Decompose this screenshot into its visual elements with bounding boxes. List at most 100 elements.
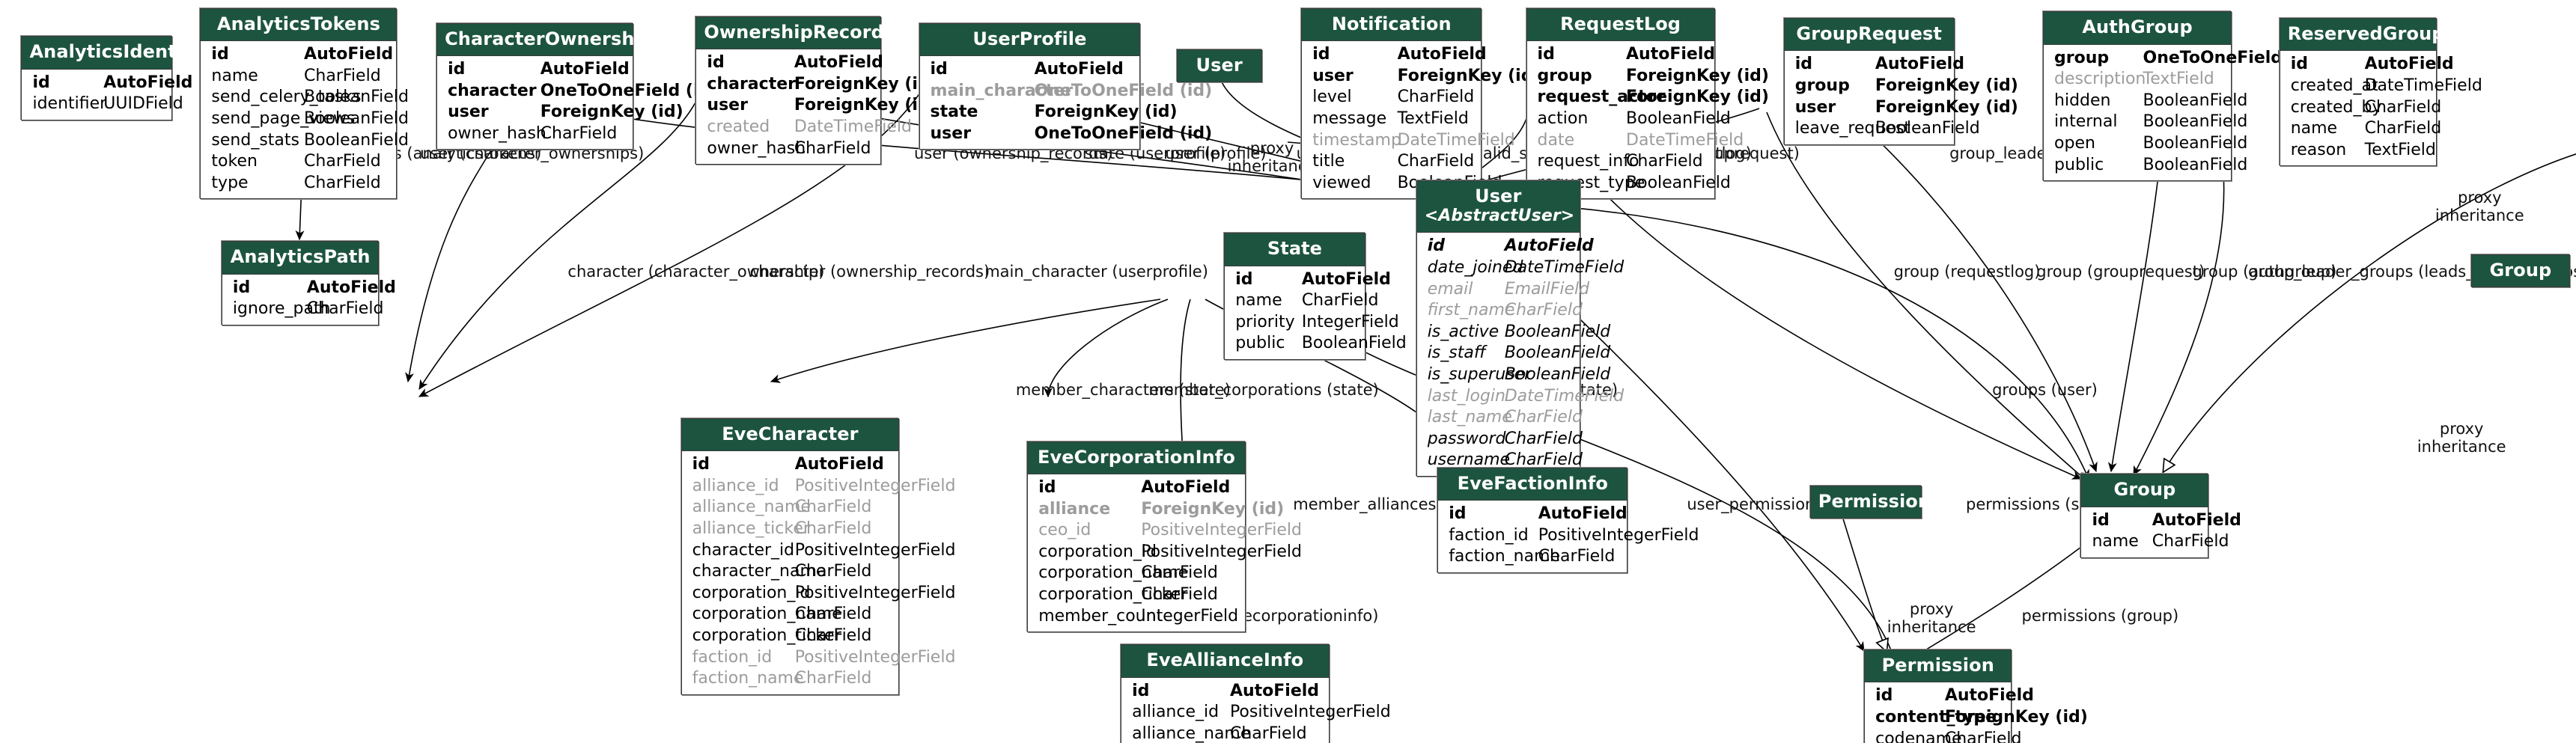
entity-title-user_abstract: User<AbstractUser> <box>1416 181 1580 233</box>
field-name: alliance_ticker <box>692 519 810 539</box>
field-type: AutoField <box>1538 504 1627 524</box>
edge-label-lbl-main-character: main_character (userprofile) <box>984 262 1208 281</box>
field-name: send_stats <box>211 130 299 150</box>
field-name: user <box>930 123 972 143</box>
field-type: CharField <box>1397 88 1475 107</box>
field-name: is_superuser <box>1427 364 1532 384</box>
entity-user_top[interactable]: User <box>1176 49 1262 83</box>
field-type: CharField <box>1626 152 1703 171</box>
entity-name: Notification <box>1331 13 1452 34</box>
field-name: id <box>1235 269 1253 289</box>
field-type: BooleanField <box>304 109 409 129</box>
field-name: date <box>1537 130 1575 150</box>
entity-name: Permission <box>1818 490 1931 512</box>
entity-name: AuthGroup <box>2082 16 2193 38</box>
edge-label-lbl-permissions-group: permissions (group) <box>2021 607 2179 626</box>
field-type: ForeignKey (id) <box>1875 97 2018 117</box>
field-name: faction_id <box>692 647 773 667</box>
field-name: created_at <box>2290 76 2378 96</box>
field-name: user <box>1312 66 1354 85</box>
field-name: token <box>211 152 258 171</box>
field-type: OneToOneField (id) <box>1034 81 1213 100</box>
entity-name: ReservedGroupName <box>2287 23 2503 45</box>
field-type: AutoField <box>1944 686 2034 706</box>
field-type: AutoField <box>306 278 396 297</box>
edge-label-lbl-proxy-inheritance-4: proxy inheritance <box>2417 420 2506 456</box>
field-name: last_login <box>1427 386 1505 406</box>
entity-group_top[interactable]: Group <box>2471 254 2570 288</box>
field-type: PositiveIntegerField <box>1141 542 1302 561</box>
field-name: email <box>1427 279 1473 299</box>
entity-title-characterownership: CharacterOwnership <box>437 23 654 56</box>
field-type: CharField <box>306 299 384 319</box>
field-name: id <box>1875 686 1893 706</box>
field-name: id <box>930 60 948 79</box>
field-type: TextField <box>2364 140 2436 159</box>
field-name: alliance_name <box>1132 724 1251 743</box>
entity-permission_proxy[interactable]: Permission <box>1809 485 1931 519</box>
field-name: group <box>2054 48 2110 67</box>
edge-label-lbl-proxy-inheritance-3: proxy inheritance <box>1887 600 1976 637</box>
field-type: CharField <box>794 519 872 539</box>
field-name: alliance <box>1038 499 1111 519</box>
field-name: codename <box>1875 729 1962 743</box>
field-name: id <box>1449 504 1467 524</box>
field-type: AutoField <box>2152 510 2241 530</box>
field-name: id <box>232 278 251 297</box>
field-name: ceo_id <box>1038 521 1091 540</box>
entity-name: Group <box>2489 259 2552 281</box>
field-type: BooleanField <box>1301 334 1407 353</box>
field-name: character_id <box>692 540 795 560</box>
field-name: id <box>1038 477 1056 497</box>
entity-title-authgroup: AuthGroup <box>2044 12 2232 45</box>
